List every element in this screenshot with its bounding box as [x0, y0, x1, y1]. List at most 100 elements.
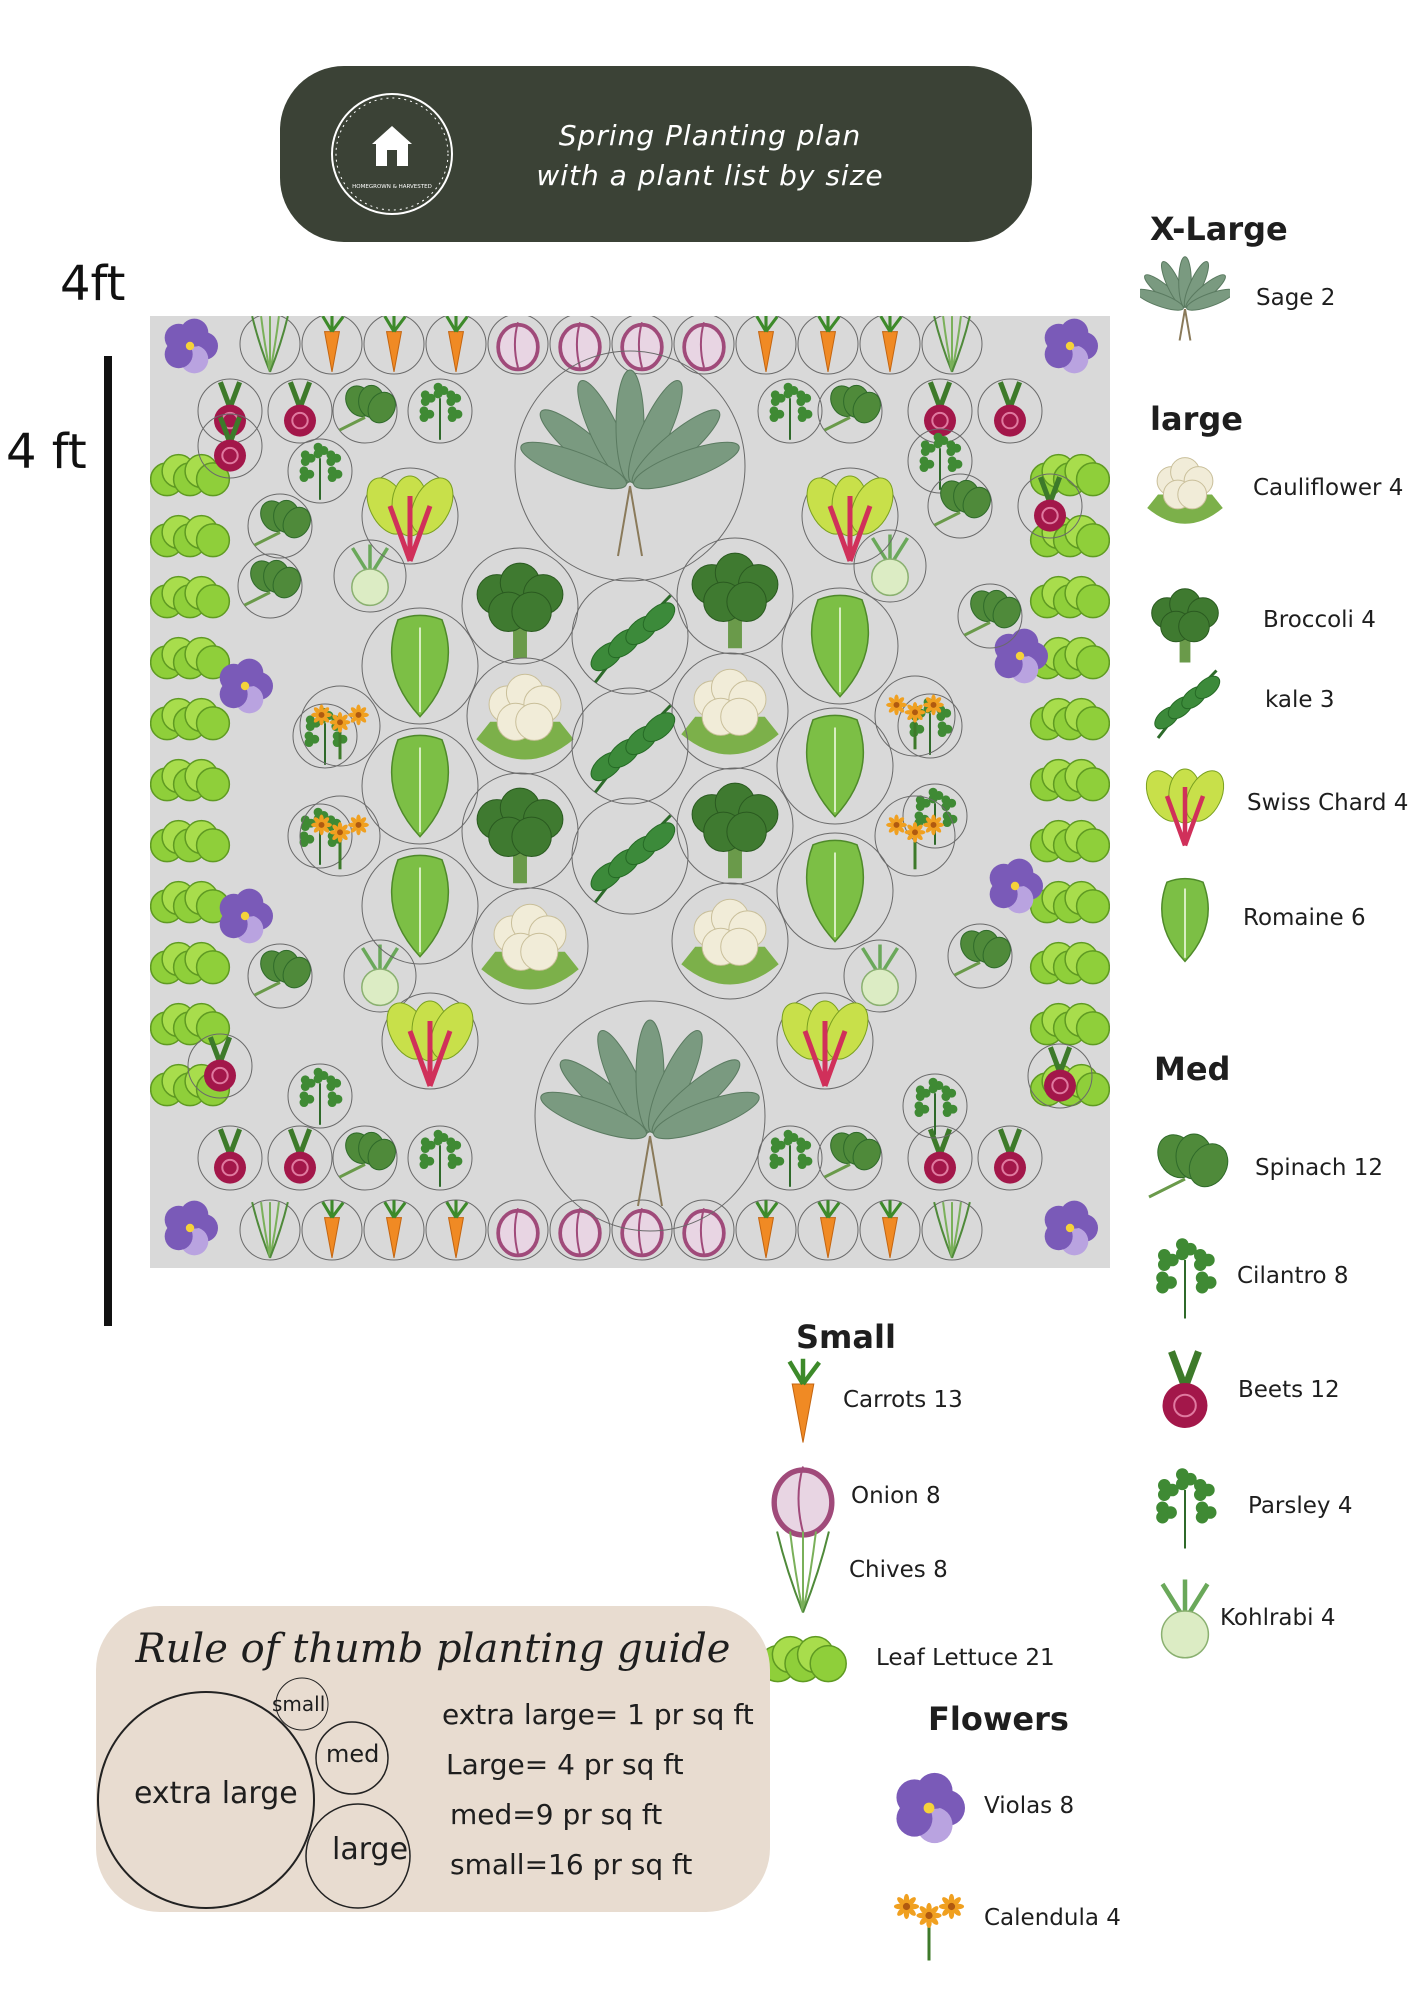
bed-viola-icon — [1044, 318, 1098, 374]
bed-broccoli-icon — [676, 537, 794, 655]
plant-list-item: Parsley 4 — [1248, 1493, 1353, 1519]
bed-swiss-chard-icon — [776, 992, 874, 1090]
guide-circles-diagram — [97, 1677, 411, 1909]
logo-text: HOMEGROWN & HARVESTED — [352, 184, 432, 190]
bed-carrot-icon — [735, 1199, 797, 1261]
guide-rule-xl: extra large= 1 pr sq ft — [442, 1698, 754, 1731]
bed-kohlrabi-icon — [343, 939, 417, 1013]
width-label: 4ft — [60, 256, 126, 312]
bed-chives-icon — [239, 316, 301, 375]
bed-lettuce-icon — [150, 758, 231, 802]
guide-label-large: large — [332, 1832, 409, 1867]
bed-onion-icon — [611, 316, 673, 375]
bed-carrot-icon — [363, 1199, 425, 1261]
bed-beet-icon — [187, 1033, 253, 1099]
bed-viola-icon — [219, 658, 273, 714]
page-title: Spring Planting plan with a plant list b… — [450, 116, 970, 196]
bed-sage-icon — [534, 1000, 766, 1232]
bed-carrot-icon — [363, 316, 425, 375]
category-x-large: X-Large — [1150, 210, 1288, 248]
guide-circle-large — [305, 1803, 411, 1909]
parsley-icon — [1156, 1468, 1217, 1549]
bed-cilantro-icon — [287, 438, 353, 504]
bed-onion-icon — [487, 1199, 549, 1261]
carrot-icon — [787, 1358, 821, 1443]
bed-plants — [150, 316, 1110, 1261]
bed-beet-icon — [267, 378, 333, 444]
bed-kohlrabi-icon — [843, 939, 917, 1013]
bed-lettuce-icon — [150, 941, 231, 985]
bed-spinach-icon — [957, 583, 1023, 649]
plant-list-item: Romaine 6 — [1243, 905, 1366, 931]
bed-spinach-icon — [247, 943, 313, 1009]
bed-viola-icon — [1044, 1200, 1098, 1256]
bed-lettuce-icon — [150, 1002, 231, 1046]
bed-lettuce-icon — [1029, 1002, 1110, 1046]
title-banner: HOMEGROWN & HARVESTED Spring Planting pl… — [280, 66, 1032, 242]
bed-kale-icon — [571, 687, 689, 805]
bed-viola-icon — [164, 1200, 218, 1256]
bed-spinach-icon — [947, 923, 1013, 989]
broccoli-icon — [1151, 588, 1219, 663]
bed-cilantro-icon — [407, 378, 473, 444]
bed-calendula-icon — [874, 795, 956, 877]
bed-calendula-icon — [874, 675, 956, 757]
category-flowers: Flowers — [928, 1700, 1069, 1738]
bed-kohlrabi-icon — [333, 539, 407, 613]
spinach-icon — [1148, 1133, 1229, 1199]
kohlrabi-icon — [1160, 1579, 1210, 1659]
bed-beet-icon — [197, 413, 263, 479]
bed-chives-icon — [921, 1199, 983, 1261]
bed-lettuce-icon — [150, 636, 231, 680]
bed-lettuce-icon — [150, 819, 231, 863]
category-large: large — [1150, 400, 1243, 438]
bed-lettuce-icon — [150, 514, 231, 558]
bed-lettuce-icon — [1029, 880, 1110, 924]
bed-cilantro-icon — [757, 378, 823, 444]
bed-lettuce-icon — [150, 453, 231, 497]
bed-cauliflower-icon — [671, 652, 789, 770]
beet-icon — [1162, 1350, 1208, 1428]
guide-title: Rule of thumb planting guide — [135, 1626, 731, 1672]
bed-carrot-icon — [797, 316, 859, 375]
homegrown-logo-icon: HOMEGROWN & HARVESTED — [331, 93, 453, 215]
plant-list-item: Chives 8 — [849, 1557, 948, 1583]
plant-list-item: Calendula 4 — [984, 1905, 1121, 1931]
category-med: Med — [1154, 1050, 1231, 1088]
cilantro-icon — [1156, 1238, 1217, 1319]
guide-circle-med — [315, 1721, 389, 1795]
guide-circle-small — [275, 1677, 329, 1731]
bed-carrot-icon — [301, 1199, 363, 1261]
bed-lettuce-icon — [150, 575, 231, 619]
bed-swiss-chard-icon — [361, 467, 459, 565]
bed-spinach-icon — [247, 493, 313, 559]
bed-romaine-icon — [361, 847, 479, 965]
cauliflower-icon — [1147, 457, 1223, 524]
bed-kale-icon — [571, 797, 689, 915]
bed-viola-icon — [164, 318, 218, 374]
plant-list-item: Carrots 13 — [843, 1387, 963, 1413]
chives-icon — [776, 1531, 830, 1613]
bed-carrot-icon — [797, 1199, 859, 1261]
plant-list-item: Leaf Lettuce 21 — [876, 1645, 1055, 1671]
bed-cilantro-icon — [407, 1125, 473, 1191]
bed-onion-icon — [487, 316, 549, 375]
plant-list-item: Spinach 12 — [1255, 1155, 1384, 1181]
bed-spinach-icon — [927, 473, 993, 539]
kale-icon — [1154, 669, 1221, 739]
bed-viola-icon — [994, 628, 1048, 684]
bed-carrot-icon — [425, 316, 487, 375]
guide-rule-large: Large= 4 pr sq ft — [446, 1748, 684, 1781]
bed-cilantro-icon — [907, 428, 973, 494]
plant-list-item: Onion 8 — [851, 1483, 941, 1509]
plant-list-item: Broccoli 4 — [1263, 607, 1376, 633]
bed-calendula-icon — [299, 685, 381, 767]
bed-lettuce-icon — [1029, 819, 1110, 863]
bed-viola-icon — [989, 858, 1043, 914]
bed-cauliflower-icon — [466, 657, 584, 775]
bed-beet-icon — [977, 1125, 1043, 1191]
bed-lettuce-icon — [1029, 941, 1110, 985]
viola-icon — [896, 1772, 965, 1844]
plant-list-item: Kohlrabi 4 — [1220, 1605, 1336, 1631]
bed-swiss-chard-icon — [801, 467, 899, 565]
